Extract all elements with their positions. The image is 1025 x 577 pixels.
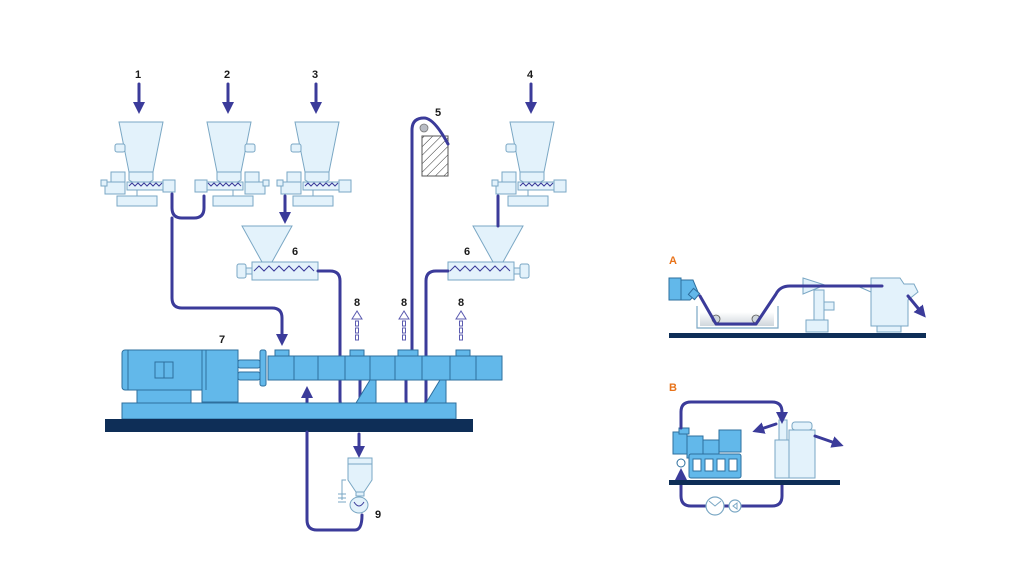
inset-a-floor bbox=[669, 333, 926, 338]
inset-b-label: B bbox=[669, 382, 677, 394]
inset-b-underwater-pelletizing bbox=[672, 400, 844, 516]
feeder-4 bbox=[491, 121, 567, 207]
vent-label-1: 8 bbox=[354, 297, 360, 309]
vent-label-2: 8 bbox=[401, 297, 407, 309]
vent-label-3: 8 bbox=[458, 297, 464, 309]
fiber-roving bbox=[419, 123, 449, 177]
pelletizer-label: 9 bbox=[375, 509, 381, 521]
feed-arrows bbox=[133, 82, 537, 114]
main-floor-base bbox=[105, 419, 473, 432]
side-feeder-label-left: 6 bbox=[292, 246, 298, 258]
side-feeder-left bbox=[236, 225, 319, 281]
feeder-2 bbox=[194, 121, 270, 207]
side-feeder-label-right: 6 bbox=[464, 246, 470, 258]
side-feeder-right bbox=[447, 225, 530, 281]
inset-a-strand-line bbox=[668, 277, 926, 333]
vent-3 bbox=[455, 310, 467, 341]
vent-2 bbox=[398, 310, 410, 341]
roll-label: 5 bbox=[435, 107, 441, 119]
twin-screw-extruder bbox=[121, 349, 503, 420]
vent-1 bbox=[351, 310, 363, 341]
feeder-label-2: 2 bbox=[224, 69, 230, 81]
feeder-3 bbox=[276, 121, 352, 207]
feeder-label-1: 1 bbox=[135, 69, 141, 81]
feeder-1 bbox=[100, 121, 176, 207]
extruder-label: 7 bbox=[219, 334, 225, 346]
inset-a-label: A bbox=[669, 255, 677, 267]
inset-b-floor bbox=[669, 480, 840, 485]
feeder-label-3: 3 bbox=[312, 69, 318, 81]
feeder-label-4: 4 bbox=[527, 69, 534, 81]
pelletizer bbox=[305, 430, 373, 532]
